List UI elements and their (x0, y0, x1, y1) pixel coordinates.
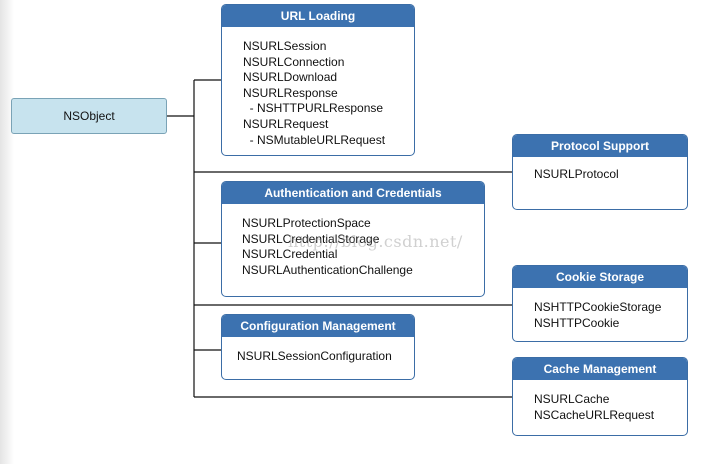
list-item: NSURLDownload (243, 70, 338, 85)
protocol-support-list: NSURLProtocol (513, 157, 687, 183)
authentication-title: Authentication and Credentials (222, 182, 484, 204)
authentication-list: NSURLProtectionSpace NSURLCredentialStor… (222, 204, 484, 278)
list-item: NSHTTPCookieStorage (534, 300, 662, 314)
cache-management-title: Cache Management (513, 358, 687, 380)
protocol-support-group: Protocol Support NSURLProtocol (512, 134, 688, 210)
list-item: NSURLProtocol (534, 167, 619, 181)
cookie-storage-title: Cookie Storage (513, 266, 687, 288)
nsobject-label: NSObject (63, 109, 115, 123)
url-loading-list: NSURLSession NSURLConnection NSURLDownlo… (222, 27, 414, 148)
cookie-storage-list: NSHTTPCookieStorage NSHTTPCookie (513, 288, 687, 331)
list-item: NSURLCredentialStorage (242, 231, 380, 246)
list-item: NSURLSessionConfiguration (237, 349, 392, 363)
list-item: NSURLProtectionSpace (242, 216, 371, 230)
url-loading-title: URL Loading (222, 5, 414, 27)
configuration-list: NSURLSessionConfiguration (222, 337, 414, 365)
list-item: NSURLAuthenticationChallenge (242, 262, 413, 277)
url-loading-group: URL Loading NSURLSession NSURLConnection… (221, 4, 415, 156)
list-item: - NSMutableURLRequest (243, 132, 386, 147)
configuration-group: Configuration Management NSURLSessionCon… (221, 314, 415, 380)
list-item: NSURLResponse (243, 85, 338, 100)
list-item: NSURLRequest (243, 116, 329, 131)
cache-management-list: NSURLCache NSCacheURLRequest (513, 380, 687, 423)
page-edge-shade (0, 0, 14, 464)
list-item: NSCacheURLRequest (534, 407, 655, 422)
list-item: NSHTTPCookie (534, 315, 620, 330)
cache-management-group: Cache Management NSURLCache NSCacheURLRe… (512, 357, 688, 436)
protocol-support-title: Protocol Support (513, 135, 687, 157)
list-item: NSURLSession (243, 39, 327, 53)
cookie-storage-group: Cookie Storage NSHTTPCookieStorage NSHTT… (512, 265, 688, 342)
list-item: NSURLCache (534, 392, 610, 406)
configuration-title: Configuration Management (222, 315, 414, 337)
nsobject-root-node: NSObject (11, 98, 167, 134)
list-item: NSURLConnection (243, 54, 345, 69)
authentication-group: Authentication and Credentials NSURLProt… (221, 181, 485, 297)
list-item: - NSHTTPURLResponse (243, 101, 384, 116)
list-item: NSURLCredential (242, 247, 338, 262)
